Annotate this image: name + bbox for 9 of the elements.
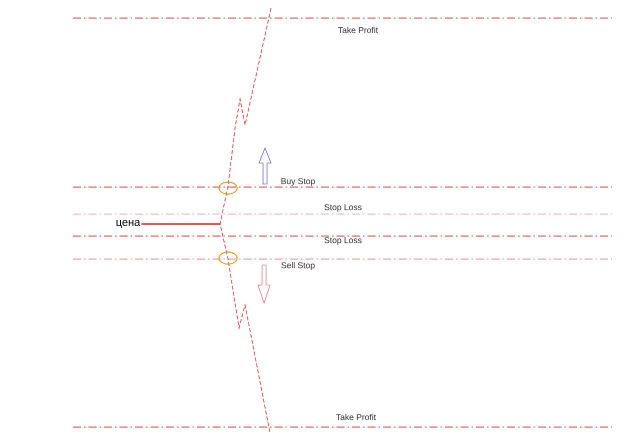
level-label: Take Profit: [336, 414, 376, 420]
level-label: Take Profit: [338, 26, 378, 34]
level-label: Stop Loss: [324, 204, 362, 212]
level-label: Stop Loss: [324, 237, 362, 245]
price-line: [220, 8, 272, 434]
level-label: Sell Stop: [281, 262, 315, 270]
level-label: Buy Stop: [281, 178, 315, 186]
price-label: цена: [116, 220, 140, 228]
leader-line: [141, 223, 220, 225]
